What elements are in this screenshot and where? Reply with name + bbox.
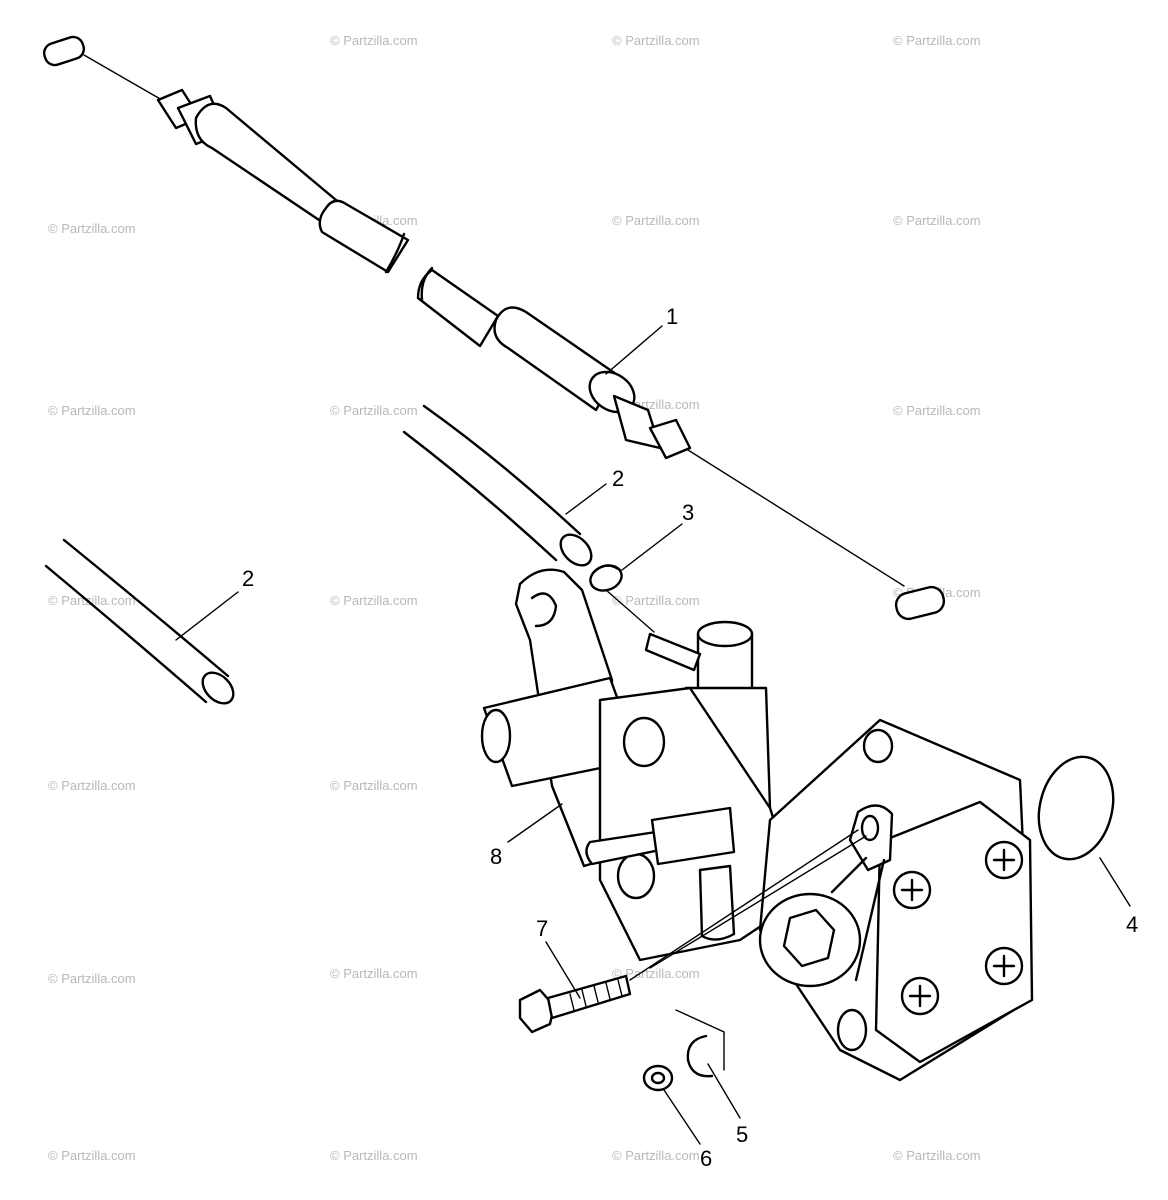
callout-6: 6: [700, 1146, 712, 1171]
control-cable-upper: [42, 35, 410, 274]
pump-right-mount-hole: [862, 728, 894, 764]
inner-wire-top: [83, 54, 163, 101]
hose-clamp-tab: [592, 564, 622, 574]
watermark: © Partzilla.com: [612, 213, 700, 228]
callout-5: 5: [736, 1122, 748, 1147]
assembly-line: [605, 589, 655, 633]
control-cable-lower: [416, 266, 946, 621]
oil-line-left-edge-a: [62, 538, 230, 678]
watermark: © Partzilla.com: [893, 1148, 981, 1163]
pump-outlet-nipple: [585, 830, 662, 866]
cable-boot-top: [194, 102, 338, 224]
sheath-break-top: [384, 232, 406, 274]
leader-line-7: [545, 941, 581, 999]
pump-upper-port: [622, 716, 666, 768]
callout-8: 8: [490, 844, 502, 869]
cable-sheath-top: [318, 199, 410, 274]
assembly-line: [629, 829, 859, 981]
leader-line-3: [621, 523, 683, 571]
watermark: © Partzilla.com: [893, 213, 981, 228]
watermark: © Partzilla.com: [893, 403, 981, 418]
hex-bolt-part-7: [518, 974, 632, 1034]
callout-2: 2: [612, 466, 624, 491]
pump-cover-plate: [874, 800, 1034, 1064]
watermark: © Partzilla.com: [893, 33, 981, 48]
washer-hole: [650, 1071, 666, 1085]
oil-line-left: [44, 538, 235, 705]
watermark: © Partzilla.com: [48, 593, 136, 608]
callout-3: 3: [682, 500, 694, 525]
watermark: © Partzilla.com: [48, 971, 136, 986]
bolt-shank: [546, 974, 632, 1020]
pump-lower-spigot: [698, 864, 736, 941]
oil-line-left-edge-b: [44, 564, 208, 704]
sheath-break-lower: [420, 266, 434, 302]
watermark: © Partzilla.com: [330, 593, 418, 608]
assembly-line: [675, 1009, 725, 1071]
pump-inlet-nipple: [644, 632, 702, 672]
watermark: © Partzilla.com: [330, 403, 418, 418]
pump-lever-pin-hole: [860, 814, 880, 842]
cable-sheath-lower: [416, 268, 500, 348]
bolt-thread: [569, 979, 623, 1011]
assembly-lines: [605, 589, 867, 1071]
leader-lines: [175, 325, 1131, 1145]
pump-bottom-foot: [836, 1008, 868, 1052]
oil-line-left-opening: [201, 671, 235, 705]
assembly-line: [649, 835, 867, 969]
watermark: © Partzilla.com: [330, 1148, 418, 1163]
leader-line-6: [663, 1089, 701, 1145]
callout-4: 4: [1126, 912, 1138, 937]
oil-line-upper-opening: [559, 533, 593, 567]
pump-outlet-body: [650, 806, 736, 866]
bolt-head: [518, 988, 556, 1034]
callout-7: 7: [536, 916, 548, 941]
watermark: © Partzilla.com: [330, 778, 418, 793]
watermark: © Partzilla.com: [330, 33, 418, 48]
pump-lever-arm: [830, 856, 886, 982]
inner-wire-lower: [687, 449, 905, 587]
callout-labels: 1 2 2 3 4 5 6 7 8: [242, 304, 1138, 1171]
watermark: © Partzilla.com: [330, 966, 418, 981]
oil-line-upper-edge-b: [402, 430, 558, 562]
watermark: © Partzilla.com: [612, 33, 700, 48]
watermark: © Partzilla.com: [612, 1148, 700, 1163]
cover-screw: [900, 976, 940, 1016]
watermark: © Partzilla.com: [48, 778, 136, 793]
watermark: © Partzilla.com: [48, 221, 136, 236]
leader-line-2b: [175, 591, 239, 641]
cable-end-barrel-top: [42, 35, 86, 67]
watermark: © Partzilla.com: [612, 593, 700, 608]
leader-line-2a: [565, 483, 607, 515]
o-ring: [1037, 755, 1115, 861]
watermark: © Partzilla.com: [48, 403, 136, 418]
cover-screw: [984, 946, 1024, 986]
cable-adjuster-nut-lower: [648, 418, 692, 460]
leader-line-8: [507, 803, 563, 843]
cable-end-barrel-lower: [894, 585, 946, 621]
oil-line-upper: [402, 404, 593, 567]
callout-1: 1: [666, 304, 678, 329]
watermark: © Partzilla.com: [48, 1148, 136, 1163]
leader-line-1: [605, 325, 663, 375]
oil-pump-body: [480, 620, 1034, 1082]
pump-hex-bolt: [782, 908, 836, 968]
pump-lower-port: [616, 852, 656, 900]
leader-line-5: [707, 1063, 741, 1119]
pump-top-cap-face: [696, 620, 754, 648]
retaining-clip: [686, 1034, 714, 1078]
bracket-hook: [530, 592, 558, 628]
pump-left-boss-end: [480, 708, 512, 764]
cover-screw: [892, 870, 932, 910]
callout-2: 2: [242, 566, 254, 591]
leader-line-4: [1099, 857, 1131, 907]
oil-line-upper-edge-a: [422, 404, 582, 536]
cover-screw: [984, 840, 1024, 880]
hose-clamp: [589, 564, 623, 592]
